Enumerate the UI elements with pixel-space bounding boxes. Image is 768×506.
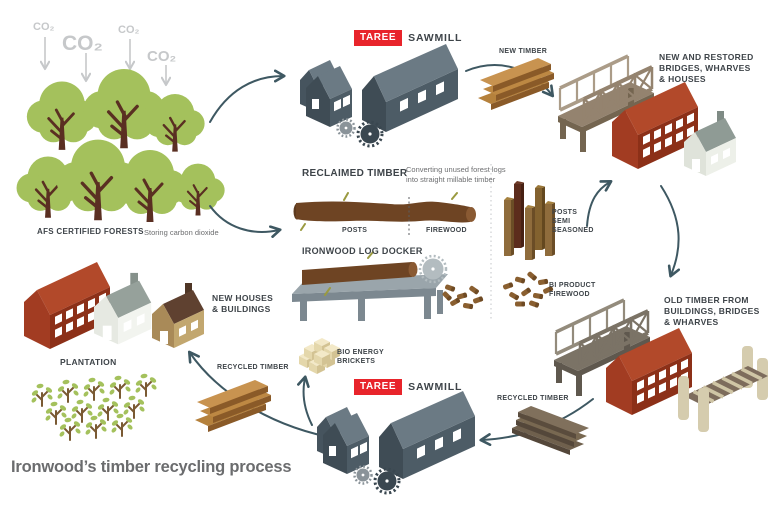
station-label-new-houses: NEW HOUSES & BUILDINGS xyxy=(212,293,274,315)
flow-arrow-forest-to-sawmill xyxy=(209,69,286,123)
forest-subcaption: Storing carbon dioxide xyxy=(144,228,219,237)
co2-label: CO₂ xyxy=(33,21,55,33)
station-label-bridges: NEW AND RESTORED BRIDGES, WHARVES & HOUS… xyxy=(659,52,754,85)
sawmill-bottom-tag: TAREE SAWMILL xyxy=(354,379,462,395)
flow-label-recycled-timber-left: RECYCLED TIMBER xyxy=(217,364,289,371)
bio-energy-brickets-illustration xyxy=(299,338,340,374)
co2-arrows-illustration xyxy=(39,37,172,87)
docker-wood-chips xyxy=(441,283,484,310)
recycled-timber-stack-right xyxy=(512,406,589,455)
bi-product-firewood-chips xyxy=(502,270,554,309)
diagram-title: Ironwood’s timber recycling process xyxy=(11,458,292,476)
reclaimed-title: RECLAIMED TIMBER xyxy=(302,168,408,179)
log-docker-illustration xyxy=(292,251,484,321)
co2-label: CO₂ xyxy=(147,48,177,65)
wharf-illustration xyxy=(678,346,768,432)
posts-semi-seasoned-illustration xyxy=(504,181,555,260)
flow-arrows xyxy=(187,64,681,447)
mill-label: SAWMILL xyxy=(408,381,463,393)
co2-label: CO₂ xyxy=(118,24,140,36)
station-label-old-timber: OLD TIMBER FROM BUILDINGS, BRIDGES & WHA… xyxy=(664,295,760,328)
reclaimed-log-illustration xyxy=(293,192,476,231)
flow-label-bio-energy-brickets: BIO ENERGY BRICKETS xyxy=(337,349,384,366)
flow-label-bi-product-firewood: BI PRODUCT FIREWOOD xyxy=(549,282,596,299)
station-label-plantation: PLANTATION xyxy=(60,357,117,367)
docker-saw-blade-icon xyxy=(418,254,448,284)
flow-label-recycled-timber-right: RECYCLED TIMBER xyxy=(497,395,569,402)
flow-arrow-bridges-to-old-timber xyxy=(660,185,681,278)
flow-arrow-sawmill-to-brickets xyxy=(296,375,313,426)
log-section-firewood: FIREWOOD xyxy=(426,227,467,234)
sawmill-top-tag: TAREE SAWMILL xyxy=(354,30,462,46)
reclaimed-description: Converting unused forest logs into strai… xyxy=(406,165,506,184)
mill-label: SAWMILL xyxy=(408,32,463,44)
flow-arrow-forest-to-reclaimed xyxy=(209,205,282,239)
plantation-saplings xyxy=(29,372,159,441)
flow-label-new-timber: NEW TIMBER xyxy=(499,48,548,55)
flow-label-posts-semi-seasoned: POSTS SEMI SEASONED xyxy=(552,209,594,235)
mill-badge: TAREE xyxy=(354,30,403,46)
sawmill-top-illustration xyxy=(298,42,460,148)
forest-trees-illustration xyxy=(15,67,226,224)
co2-label: CO₂ xyxy=(62,32,103,55)
mill-badge: TAREE xyxy=(354,379,403,395)
flow-arrow-posts-to-bridges xyxy=(586,180,613,227)
house-brown xyxy=(152,283,204,348)
log-section-posts: POSTS xyxy=(342,227,368,234)
forest-caption: AFS CERTIFIED FORESTS xyxy=(37,227,144,236)
recycled-timber-stack-left xyxy=(195,380,271,432)
docker-title: IRONWOOD LOG DOCKER xyxy=(302,246,423,256)
sawmill-bottom-illustration xyxy=(315,389,477,495)
